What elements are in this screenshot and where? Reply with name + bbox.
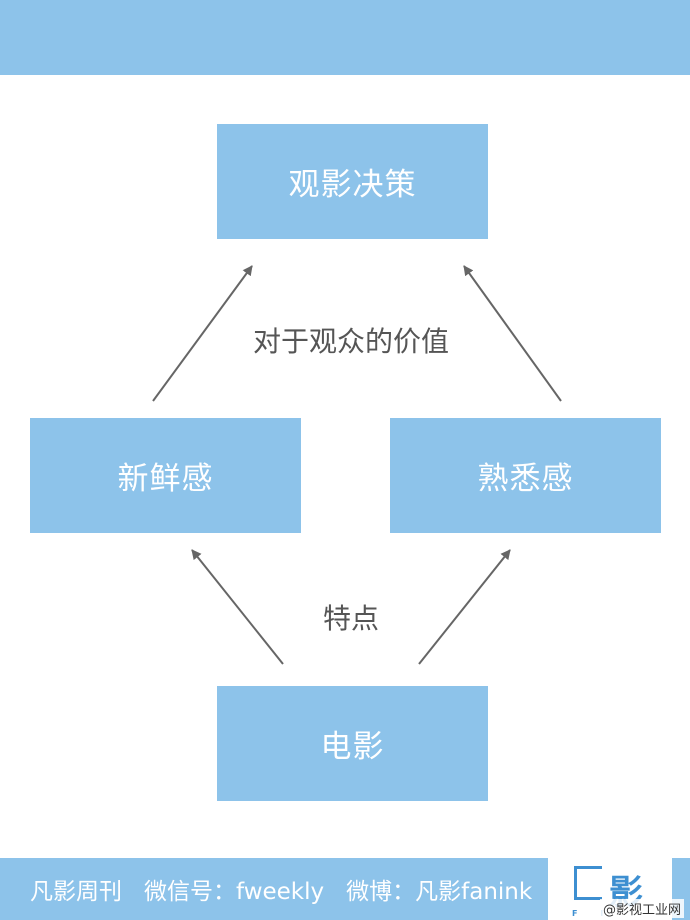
edge-label-features: 特点	[323, 602, 380, 635]
node-novelty: 新鲜感	[30, 418, 301, 533]
node-familiarity: 熟悉感	[390, 418, 661, 533]
logo-frame-icon	[574, 866, 602, 900]
arrow-familiarity-to-decision	[463, 265, 562, 402]
footer-wechat: 微信号：fweekly	[144, 879, 325, 905]
watermark: @影视工业网	[599, 899, 684, 918]
footer-bar: 凡影周刊 微信号：fweekly 微博：凡影fanink	[0, 858, 548, 920]
arrow-novelty-to-decision	[152, 265, 253, 402]
arrow-film-to-novelty	[191, 549, 284, 665]
top-banner	[0, 0, 690, 75]
footer-name: 凡影周刊	[30, 879, 122, 905]
node-film: 电影	[217, 686, 488, 801]
footer-weibo: 微博：凡影fanink	[346, 879, 533, 905]
edge-label-value-to-audience: 对于观众的价值	[253, 325, 450, 358]
node-viewing-decision: 观影决策	[217, 124, 488, 239]
arrow-film-to-familiarity	[418, 549, 511, 665]
